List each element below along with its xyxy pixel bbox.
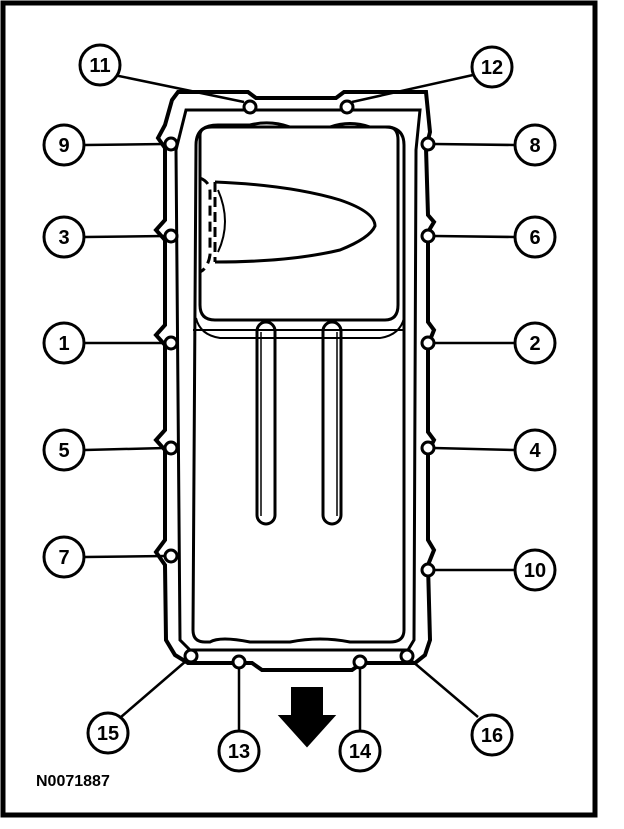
- leader-lines: [84, 73, 515, 731]
- bolt-hole-5: [163, 440, 179, 456]
- callout-label: 11: [89, 55, 110, 77]
- callout-2: 2: [513, 321, 557, 365]
- callout-label: 4: [529, 440, 541, 462]
- bolt-hole-9: [163, 136, 179, 152]
- figure-frame: [0, 0, 598, 818]
- bolt-hole-11: [242, 99, 258, 115]
- callout-9: 9: [42, 123, 86, 167]
- callouts: 11 12 9 8 3 6 1 2: [42, 43, 557, 773]
- bolt-hole-14: [352, 654, 368, 670]
- callout-label: 9: [58, 135, 69, 157]
- callout-label: 5: [58, 440, 69, 462]
- bolt-hole-3: [163, 228, 179, 244]
- callout-3: 3: [42, 215, 86, 259]
- callout-7: 7: [42, 535, 86, 579]
- callout-14: 14: [338, 729, 382, 773]
- bolt-hole-4: [420, 440, 436, 456]
- bolt-hole-2: [420, 335, 436, 351]
- callout-label: 14: [349, 741, 372, 763]
- callout-label: 15: [97, 723, 119, 745]
- callout-13: 13: [217, 729, 261, 773]
- oil-pan-outline: [153, 90, 437, 672]
- callout-11: 11: [78, 43, 122, 87]
- callout-5: 5: [42, 428, 86, 472]
- bolt-hole-16: [399, 648, 415, 664]
- callout-15: 15: [86, 711, 130, 755]
- bolt-hole-12: [339, 99, 355, 115]
- callout-label: 1: [58, 333, 69, 355]
- bolt-hole-7: [163, 548, 179, 564]
- callout-label: 6: [529, 227, 540, 249]
- bolt-hole-13: [231, 654, 247, 670]
- callout-label: 8: [529, 135, 540, 157]
- callout-label: 12: [481, 57, 503, 79]
- callout-label: 16: [481, 725, 503, 747]
- bolt-hole-8: [420, 136, 436, 152]
- callout-label: 10: [524, 560, 546, 582]
- callout-label: 13: [228, 741, 250, 763]
- bolt-hole-15: [183, 648, 199, 664]
- callout-4: 4: [513, 428, 557, 472]
- callout-12: 12: [470, 45, 514, 89]
- callout-10: 10: [513, 548, 557, 592]
- bolt-hole-1: [163, 335, 179, 351]
- callout-16: 16: [470, 713, 514, 757]
- callout-6: 6: [513, 215, 557, 259]
- arrow-down-icon: [277, 687, 337, 748]
- figure-id: N0071887: [36, 773, 110, 790]
- bolt-hole-6: [420, 228, 436, 244]
- callout-label: 2: [529, 333, 540, 355]
- callout-8: 8: [513, 123, 557, 167]
- callout-label: 3: [58, 227, 69, 249]
- callout-label: 7: [58, 547, 69, 569]
- bolt-hole-10: [420, 562, 436, 578]
- callout-1: 1: [42, 321, 86, 365]
